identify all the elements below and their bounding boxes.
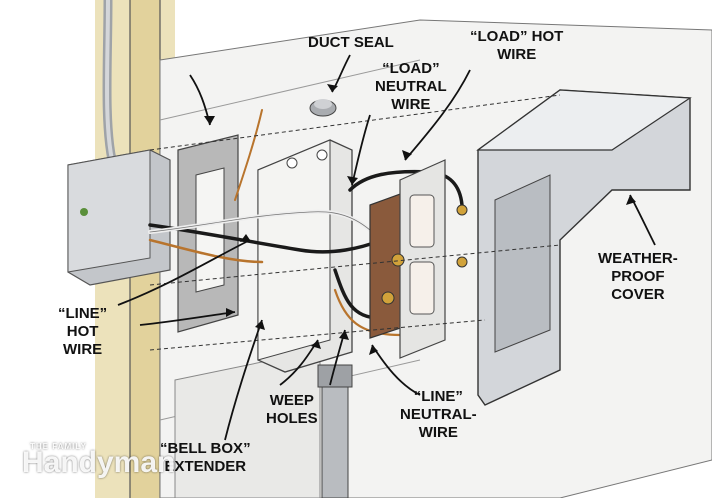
weep-holes-label: WEEP HOLES [266, 392, 318, 427]
watermark-logo: Handyman [22, 446, 176, 479]
duct-seal-plug [309, 99, 337, 117]
line-hot-wire-label: “LINE” HOT WIRE [58, 305, 108, 358]
load-neutral-wire-label: “LOAD” NEUTRAL WIRE [375, 60, 447, 113]
incoming-cable [102, 0, 117, 161]
bell-box-extender-label: “BELL BOX” EXTENDER [160, 440, 251, 475]
conduit [317, 364, 353, 498]
weatherproof-cover-label: WEATHER- PROOF COVER [598, 250, 678, 303]
weatherproof-cover [476, 89, 692, 406]
arrowheads [204, 84, 636, 355]
bell-box-extender [257, 139, 353, 373]
watermark-tagline: THE FAMILY [30, 442, 87, 451]
alignment-lines [149, 94, 561, 351]
existing-box [67, 149, 171, 286]
gfci-receptacle [369, 159, 468, 359]
duct-seal-label: DUCT SEAL [308, 34, 394, 51]
load-hot-wire-label: “LOAD” HOT WIRE [470, 28, 564, 63]
line-neutral-wire-label: “LINE” NEUTRAL- WIRE [400, 388, 477, 441]
